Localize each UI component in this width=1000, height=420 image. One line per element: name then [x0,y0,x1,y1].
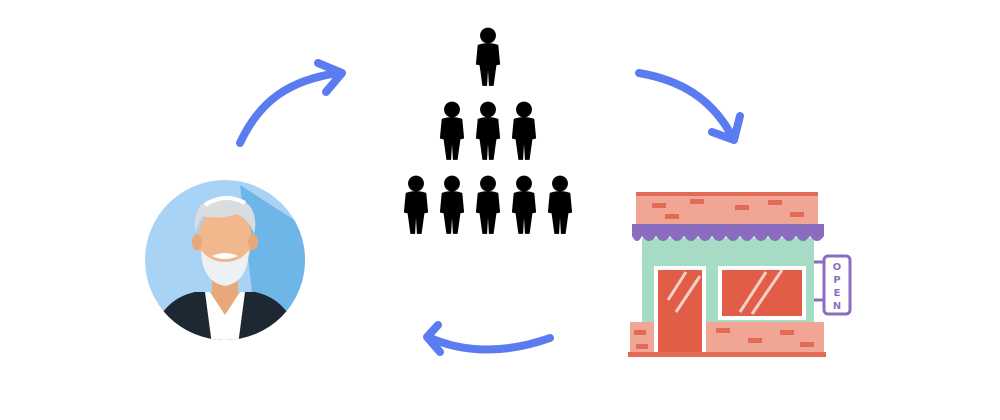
arrow-person-to-crowd [236,59,346,147]
people-pyramid-icon [403,27,573,234]
arrow-crowd-to-store [635,69,744,144]
storefront-icon: O P E N [628,192,852,357]
sign-letter: P [833,275,840,286]
sign-letter: N [833,301,841,312]
elderly-man-avatar-icon [145,180,305,340]
sign-letter: E [834,288,841,299]
open-sign: O P E N [814,254,852,316]
sign-letter: O [833,262,842,273]
arrow-store-to-person [423,321,554,356]
